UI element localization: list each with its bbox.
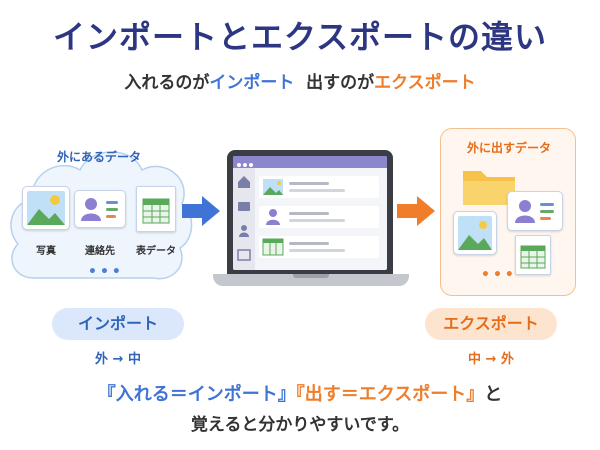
laptop-screen-frame <box>227 150 393 274</box>
subtitle-part1: 入れるのが <box>124 73 210 93</box>
export-photo-tile <box>453 211 497 255</box>
summary-line-2: 覚えると分かりやすいです。 <box>190 415 410 435</box>
table-icon <box>237 249 251 261</box>
folder-icon <box>463 171 515 205</box>
import-direction: 外 → 中 <box>95 352 141 367</box>
spreadsheet-icon <box>520 245 546 269</box>
summary-particle: と <box>484 384 503 405</box>
summary-export-phrase: 『出す＝エクスポート』 <box>295 384 485 405</box>
external-data-cloud: 外にあるデータ 写真 連絡先 表データ ••• <box>4 128 194 296</box>
import-pill: インポート <box>52 308 184 340</box>
laptop-base <box>213 274 409 286</box>
external-data-label: 外にあるデータ <box>56 150 141 164</box>
contact-icon <box>515 200 554 223</box>
home-icon <box>238 176 250 188</box>
app-screen <box>233 156 387 270</box>
spreadsheet-caption: 表データ <box>136 246 176 257</box>
more-dots: ••• <box>88 264 124 280</box>
export-arrow-icon <box>397 196 435 226</box>
summary-line-1: 『入れる＝インポート』『出す＝エクスポート』と <box>0 380 600 406</box>
subtitle: 入れるのがインポート 出すのがエクスポート <box>0 68 600 93</box>
subtitle-part2: 出すのが <box>306 73 375 93</box>
photo-tile <box>22 186 70 230</box>
spreadsheet-tile <box>136 186 176 232</box>
photo-icon <box>27 191 65 225</box>
photo-caption: 写真 <box>36 246 56 257</box>
export-data-box: 外に出すデータ ••• <box>440 128 576 296</box>
app-sidebar <box>233 168 255 270</box>
export-direction: 中 → 外 <box>468 352 514 367</box>
laptop-notch <box>293 274 329 278</box>
laptop <box>213 150 409 300</box>
contact-caption: 連絡先 <box>85 246 115 257</box>
user-icon <box>241 225 247 231</box>
export-data-label: 外に出すデータ <box>466 141 551 155</box>
page-title: インポートとエクスポートの違い <box>52 18 548 56</box>
export-more-dots: ••• <box>481 267 517 283</box>
summary-import-phrase: 『入れる＝インポート』 <box>97 384 296 405</box>
subtitle-import-word: インポート <box>209 73 295 93</box>
contact-tile <box>74 190 126 228</box>
spreadsheet-icon <box>142 198 170 224</box>
import-arrow-icon <box>182 196 220 226</box>
contact-icon <box>81 198 118 221</box>
window-controls-icon <box>237 163 253 167</box>
photo-icon <box>458 216 492 250</box>
export-spreadsheet-tile <box>515 235 551 275</box>
window-titlebar <box>233 156 387 168</box>
export-contact-tile <box>507 191 563 231</box>
folder-icon <box>238 202 250 211</box>
app-content-rows <box>259 176 379 258</box>
sidebar-icons <box>237 176 251 261</box>
subtitle-export-word: エクスポート <box>374 73 476 93</box>
export-pill: エクスポート <box>425 308 557 340</box>
